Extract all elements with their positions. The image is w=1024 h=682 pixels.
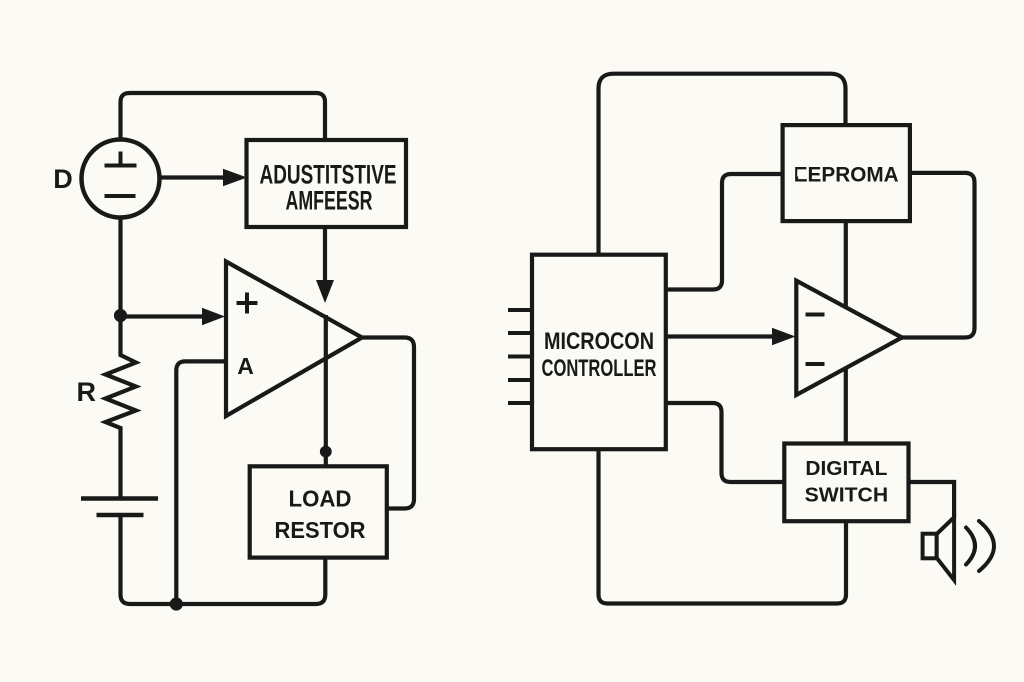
svg-text:D: D bbox=[53, 164, 73, 194]
svg-text:LOAD: LOAD bbox=[289, 485, 352, 511]
svg-text:AMFEESR: AMFEESR bbox=[286, 186, 373, 216]
svg-text:ADUSTITSTIVE: ADUSTITSTIVE bbox=[260, 160, 397, 190]
svg-text:SWITCH: SWITCH bbox=[805, 485, 889, 507]
svg-text:RESTOR: RESTOR bbox=[275, 517, 366, 543]
svg-text:EEPROMA: EEPROMA bbox=[794, 162, 899, 186]
svg-text:DIGITAL: DIGITAL bbox=[805, 458, 887, 480]
svg-text:MICROCON: MICROCON bbox=[544, 328, 654, 355]
svg-text:CONTROLLER: CONTROLLER bbox=[542, 355, 657, 382]
svg-text:A: A bbox=[237, 353, 254, 379]
svg-text:R: R bbox=[77, 377, 97, 407]
